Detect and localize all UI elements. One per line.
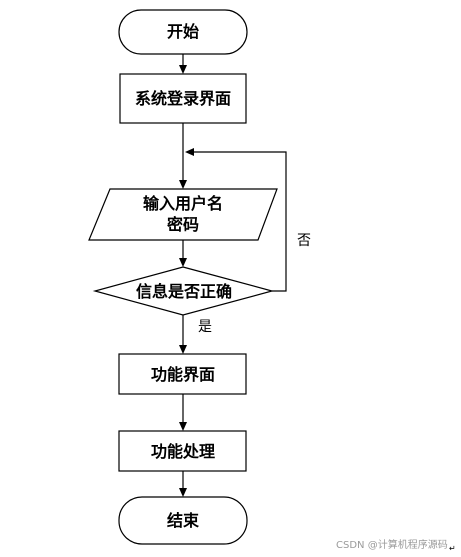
arrowhead (179, 65, 187, 74)
func-ui-process-box (118, 353, 247, 395)
arrowhead (179, 180, 187, 189)
input-io-shape (88, 188, 278, 241)
decision-label: 信息是否正确 (136, 282, 232, 301)
yes-label: 是 (198, 319, 212, 335)
csdn-watermark: CSDN @计算机程序源码 (336, 538, 448, 551)
login-process-box (119, 73, 247, 124)
no-label: 否 (297, 233, 311, 249)
arrowhead (179, 488, 187, 497)
func-ui-label: 功能界面 (151, 365, 215, 384)
start-label: 开始 (167, 22, 199, 41)
edge-no-loop (194, 151, 287, 292)
paragraph-mark: ↵ (449, 544, 456, 553)
input-label-line2: 密码 (166, 215, 199, 234)
arrowhead (185, 148, 194, 156)
arrowhead (179, 422, 187, 431)
arrowhead (179, 345, 187, 354)
arrowhead (179, 258, 187, 267)
end-label: 结束 (166, 511, 200, 530)
end-terminator (118, 496, 248, 545)
input-label-line1: 输入用户名 (143, 194, 223, 213)
func-proc-label: 功能处理 (151, 442, 215, 461)
login-label: 系统登录界面 (135, 89, 231, 108)
func-proc-process-box (118, 430, 247, 472)
